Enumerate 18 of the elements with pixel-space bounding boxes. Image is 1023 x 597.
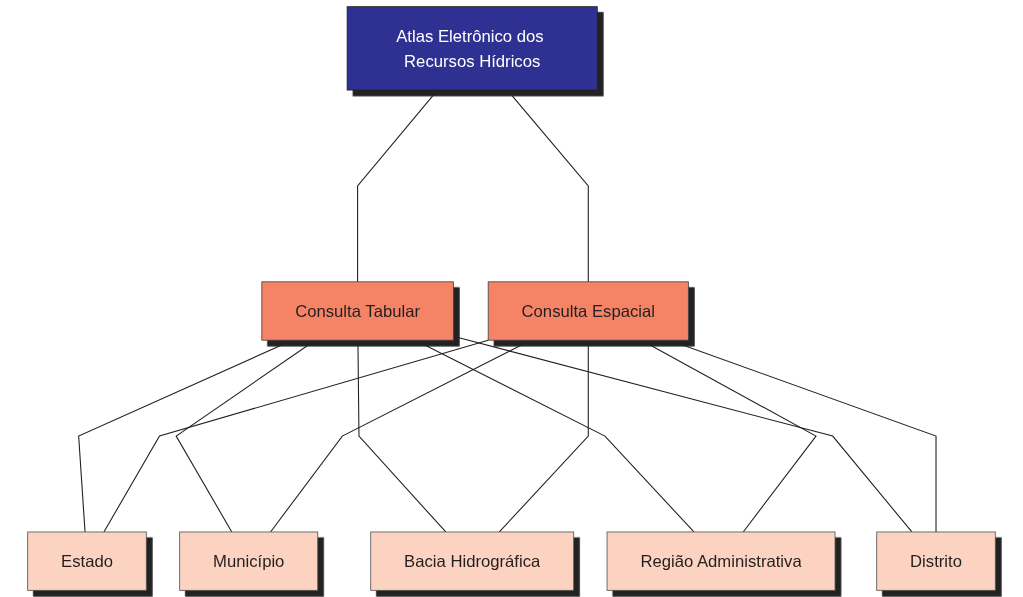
node-box: Consulta Espacial — [487, 281, 689, 341]
connector — [103, 339, 489, 533]
connector — [506, 89, 589, 283]
connector — [357, 339, 447, 533]
connector — [452, 335, 913, 533]
connector — [498, 339, 589, 533]
node-box: Estado — [27, 531, 147, 591]
connector — [357, 89, 438, 283]
node-box: Município — [179, 531, 319, 591]
node-box: Consulta Tabular — [261, 281, 454, 341]
node-box: Atlas Eletrônico dos Recursos Hídricos — [346, 6, 598, 91]
node-box: Distrito — [876, 531, 996, 591]
connector — [414, 339, 695, 533]
connector — [640, 339, 817, 533]
connector — [270, 339, 532, 533]
node-box: Bacia Hidrográfica — [370, 531, 575, 591]
connector — [175, 339, 316, 533]
node-box: Região Administrativa — [606, 531, 836, 591]
